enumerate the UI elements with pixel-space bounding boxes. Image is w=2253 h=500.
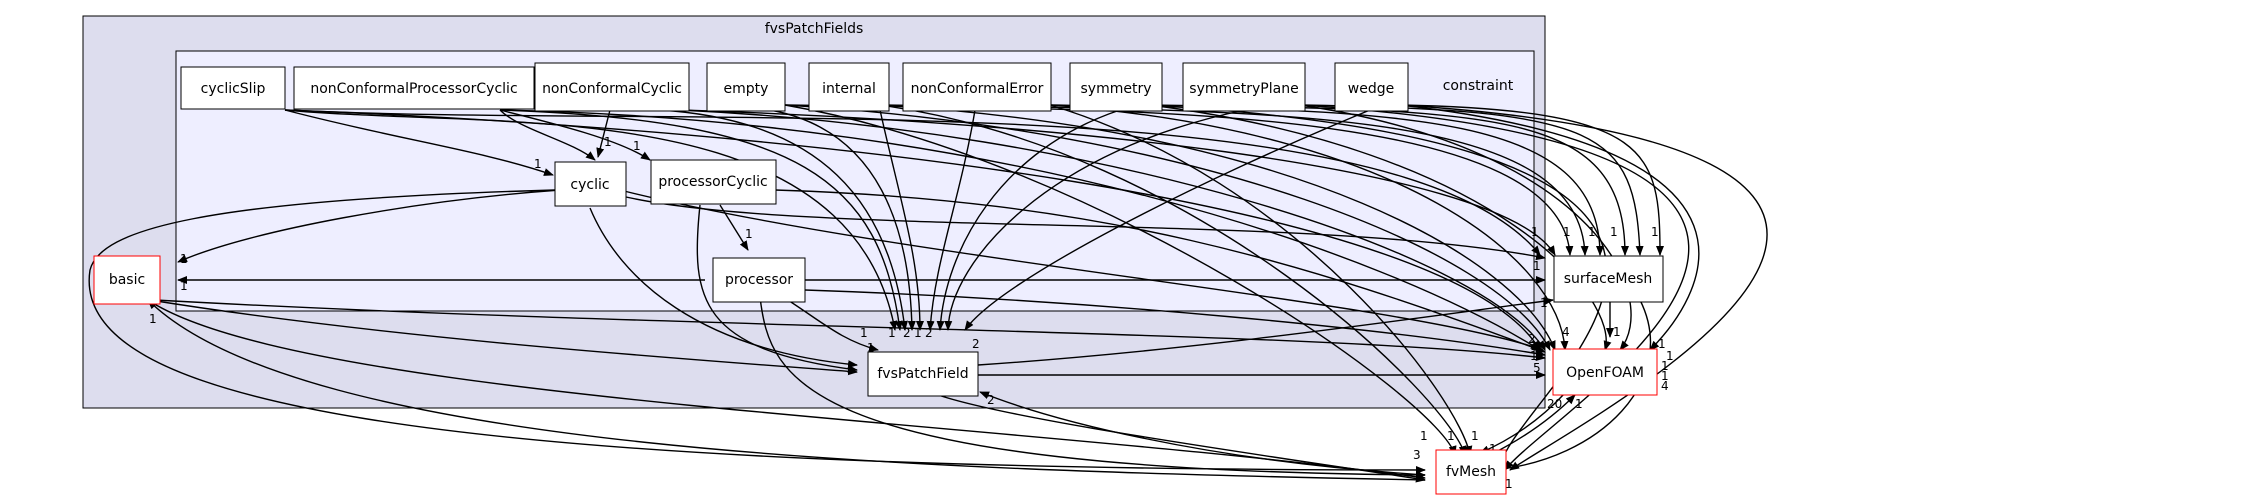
edge-label: 20 [1547, 397, 1562, 411]
edge-label: 1 [1666, 349, 1674, 363]
edge-label: 4 [1562, 325, 1570, 339]
node-surfaceMesh[interactable]: surfaceMesh [1553, 255, 1664, 303]
node-label: cyclic [570, 177, 609, 193]
edge-label: 1 [1530, 339, 1538, 353]
node-internal[interactable]: internal [808, 62, 890, 112]
edge-label: 3 [1413, 448, 1421, 462]
node-label: cyclicSlip [201, 81, 266, 97]
edge-label: 2 [987, 393, 995, 407]
node-label: fvsPatchField [877, 366, 968, 382]
edge-labels: 1 1 1 1 1 1 1 1 1 2 2 2 1 1 1 1 1 1 1 1 … [149, 135, 1674, 491]
node-label: symmetry [1081, 81, 1152, 97]
node-basic[interactable]: basic [93, 255, 161, 305]
node-empty[interactable]: empty [706, 62, 786, 112]
node-label: processorCyclic [658, 174, 767, 190]
node-label: internal [822, 81, 876, 97]
edge-label: 2 [1528, 332, 1536, 346]
node-processorCyclic[interactable]: processorCyclic [650, 159, 777, 205]
edge-label: 1 [1661, 369, 1669, 383]
edge-label: 2 [972, 337, 980, 351]
node-label: fvMesh [1446, 464, 1496, 480]
edge-label: 1 [1530, 349, 1538, 363]
node-label: nonConformalProcessorCyclic [310, 81, 517, 97]
node-fvsPatchField[interactable]: fvsPatchField [867, 351, 979, 397]
node-nonConformalProcessorCyclic[interactable]: nonConformalProcessorCyclic [293, 66, 535, 110]
node-label: basic [109, 272, 145, 288]
node-label: empty [724, 81, 769, 97]
node-label: surfaceMesh [1564, 271, 1653, 287]
edge-label: 1 [745, 227, 753, 241]
node-label: nonConformalError [911, 81, 1044, 97]
edge-label: 1 [888, 326, 896, 340]
node-symmetry[interactable]: symmetry [1069, 62, 1163, 112]
edge-label: 1 [1610, 225, 1618, 239]
edge-label: 2 [925, 326, 933, 340]
edge-label: 1 [1661, 359, 1669, 373]
edge-label: 4 [1661, 379, 1669, 393]
node-label: nonConformalCyclic [542, 81, 682, 97]
edge-label: 1 [1505, 477, 1513, 491]
edge-label: 1 [867, 341, 875, 355]
edge-label: 1 [1471, 429, 1479, 443]
edge-label: 2 [903, 326, 911, 340]
edge-label: 1 [860, 326, 868, 340]
node-symmetryPlane[interactable]: symmetryPlane [1182, 62, 1306, 112]
node-wedge[interactable]: wedge [1334, 62, 1409, 112]
edge-label: 1 [1588, 225, 1596, 239]
edge-label: 1 [1531, 225, 1539, 239]
edge-label: 1 [149, 312, 157, 326]
edge-label: 1 [604, 135, 612, 149]
node-OpenFOAM[interactable]: OpenFOAM [1552, 348, 1658, 396]
edge-label: 1 [180, 279, 188, 293]
node-label: OpenFOAM [1566, 365, 1644, 381]
edge-label: 1 [914, 326, 922, 340]
cluster-constraint-label: constraint [1443, 78, 1514, 94]
edge-label: 1 [1613, 325, 1621, 339]
edge-label: 1 [1563, 225, 1571, 239]
node-label: processor [725, 272, 793, 288]
edge-label: 1 [1420, 429, 1428, 443]
edges [88, 104, 1768, 483]
edge-label: 5 [1533, 361, 1541, 375]
node-nonConformalCyclic[interactable]: nonConformalCyclic [534, 62, 690, 112]
node-cyclic[interactable]: cyclic [554, 161, 627, 207]
edge-label: 1 [633, 139, 641, 153]
node-label: symmetryPlane [1189, 81, 1298, 97]
edge-label: 1 [534, 157, 542, 171]
node-nonConformalError[interactable]: nonConformalError [902, 62, 1052, 112]
edge-label: 1 [1575, 397, 1583, 411]
node-processor[interactable]: processor [712, 257, 806, 303]
edge-label: 1 [1651, 225, 1659, 239]
edge-label: 1 [1447, 429, 1455, 443]
edge-label: 1 [1489, 442, 1497, 456]
edge-label: 1 [1658, 337, 1666, 351]
edge-label: 1 [1540, 296, 1548, 310]
node-cyclicSlip[interactable]: cyclicSlip [180, 66, 286, 110]
node-label: wedge [1348, 81, 1394, 97]
node-fvMesh[interactable]: fvMesh [1435, 449, 1507, 495]
edge-label: 1 [180, 252, 188, 266]
edge-label: 1 [1533, 259, 1541, 273]
nodes: cyclicSlip nonConformalProcessorCyclic n… [93, 62, 1664, 495]
cluster-fvsPatchFields-label: fvsPatchFields [765, 21, 864, 37]
